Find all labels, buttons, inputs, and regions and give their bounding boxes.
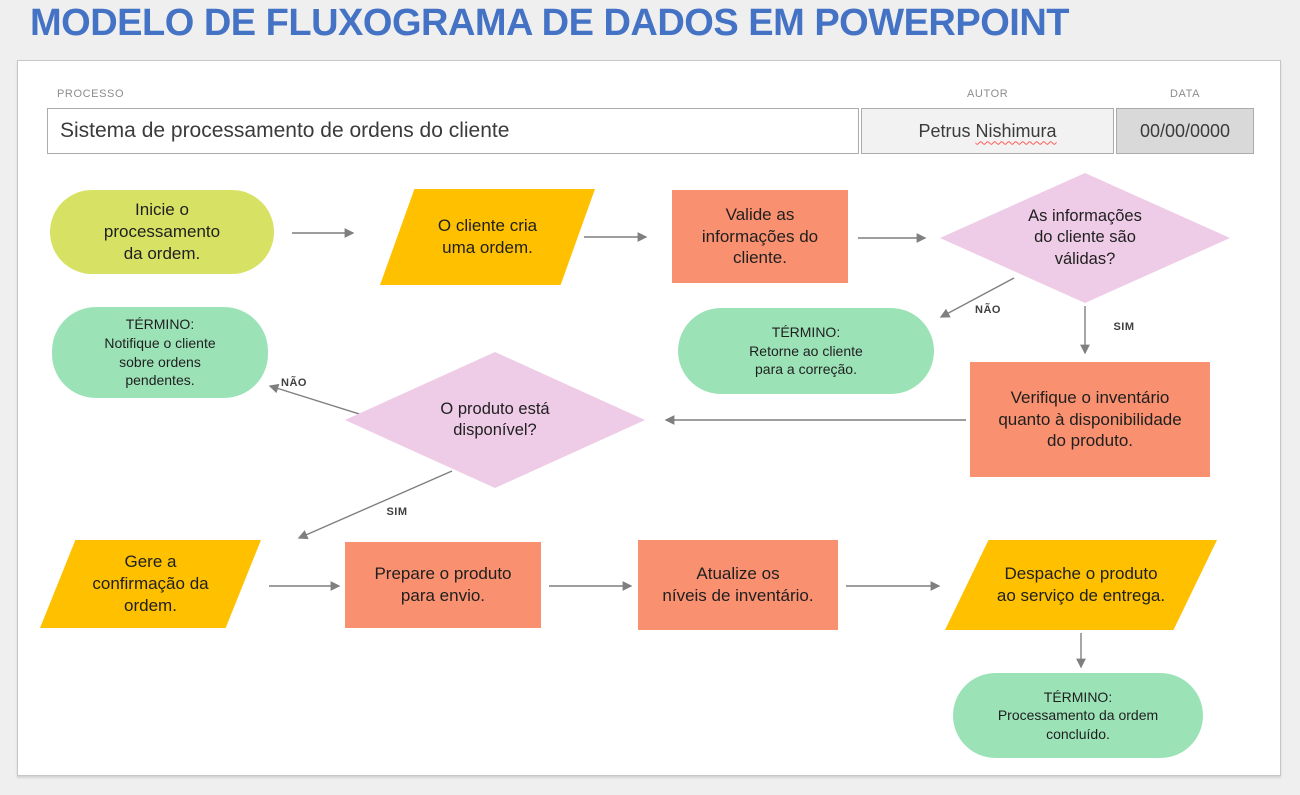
node-text: Inicie o processamento da ordem.	[103, 200, 221, 263]
node-start-terminator: Inicie o processamento da ordem.	[50, 190, 274, 274]
node-text: As informações do cliente são válidas?	[1028, 207, 1142, 268]
node-text: Processamento da ordem concluído.	[997, 707, 1159, 742]
node-text: O cliente cria uma ordem.	[437, 216, 538, 257]
node-end-return-terminator: TÉRMINO: Retorne ao cliente para a corre…	[678, 308, 934, 394]
author-last-name: Nishimura	[975, 120, 1057, 141]
node-check-inventory-process: Verifique o inventário quanto à disponib…	[970, 362, 1210, 477]
date-field-label: DATA	[1170, 88, 1201, 100]
node-text: Verifique o inventário quanto à disponib…	[998, 387, 1182, 451]
node-term-label: TÉRMINO:	[771, 324, 841, 341]
node-term-label: TÉRMINO:	[125, 316, 195, 333]
edge-label-yes-2: SIM	[386, 506, 408, 518]
node-term-label: TÉRMINO:	[1043, 688, 1113, 705]
node-text: Atualize os níveis de inventário.	[662, 564, 814, 605]
process-field-value: Sistema de processamento de ordens do cl…	[60, 119, 510, 142]
edge-label-no-2: NÃO	[281, 377, 307, 389]
node-generate-confirmation-io: Gere a confirmação da ordem.	[40, 540, 261, 628]
process-field[interactable]: Sistema de processamento de ordens do cl…	[47, 108, 859, 154]
node-prepare-product-process: Prepare o produto para envio.	[345, 542, 541, 628]
node-text: Retorne ao cliente para a correção.	[749, 342, 863, 378]
date-field[interactable]: 00/00/0000	[1116, 108, 1254, 154]
author-first-name: Petrus	[918, 120, 971, 141]
node-validate-info-process: Valide as informações do cliente.	[672, 190, 848, 283]
edge-label-yes-1: SIM	[1113, 321, 1135, 333]
author-field-label: AUTOR	[967, 88, 1009, 100]
node-end-notify-terminator: TÉRMINO: Notifique o cliente sobre orden…	[52, 307, 268, 398]
date-field-value: 00/00/0000	[1139, 120, 1231, 141]
node-text: O produto está disponível?	[440, 399, 550, 439]
node-text: Despache o produto ao serviço de entrega…	[996, 564, 1166, 605]
node-text: Valide as informações do cliente.	[701, 204, 819, 268]
node-text: Notifique o cliente sobre ordens pendent…	[104, 334, 216, 389]
node-create-order-io: O cliente cria uma ordem.	[380, 189, 595, 285]
node-dispatch-product-io: Despache o produto ao serviço de entrega…	[945, 540, 1217, 630]
author-field[interactable]: Petrus Nishimura	[861, 108, 1114, 154]
node-text: Prepare o produto para envio.	[374, 564, 512, 605]
page-title: MODELO DE FLUXOGRAMA DE DADOS EM POWERPO…	[30, 2, 1070, 44]
node-text: Gere a confirmação da ordem.	[92, 552, 209, 615]
node-end-complete-terminator: TÉRMINO: Processamento da ordem concluíd…	[953, 673, 1203, 758]
process-field-label: PROCESSO	[57, 88, 125, 100]
edge-label-no-1: NÃO	[975, 304, 1001, 316]
node-update-inventory-process: Atualize os níveis de inventário.	[638, 540, 838, 630]
